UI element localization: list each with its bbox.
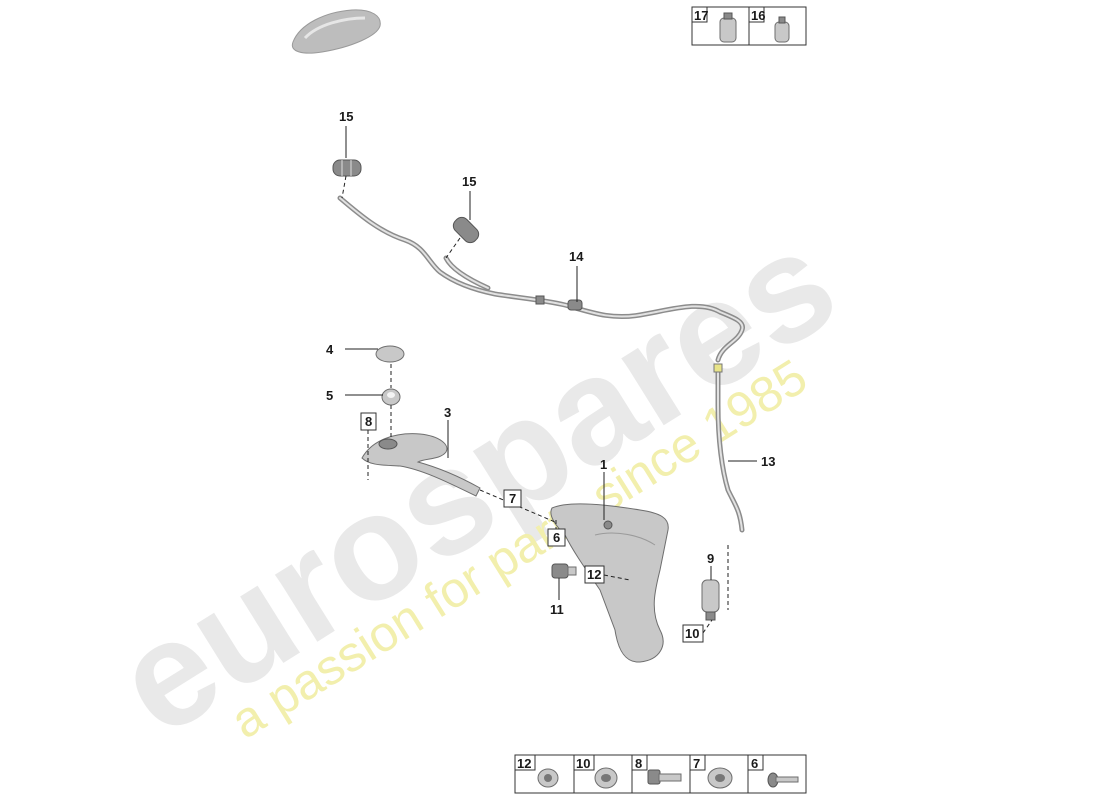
callout-14: 14 [569, 249, 584, 264]
grommet-icon [707, 767, 733, 789]
screw-icon [767, 772, 799, 788]
filler-neck [361, 433, 481, 497]
boxed-callout-10: 10 [685, 626, 699, 641]
legend-top: 17 16 [691, 6, 807, 46]
callout-numbers: 15 15 14 4 5 3 1 13 9 11 [326, 109, 775, 617]
filler-seal [381, 388, 401, 406]
legend-bottom: 12 10 8 7 6 [514, 754, 807, 794]
car-silhouette-icon [291, 9, 381, 54]
legend-top-number: 17 [694, 8, 708, 23]
legend-bottom-number: 12 [517, 756, 531, 771]
washer-hose [337, 195, 745, 363]
boxed-callout-7: 7 [509, 491, 516, 506]
legend-top-number-box [691, 6, 708, 23]
nozzle-15-right [452, 216, 480, 244]
level-sensor [551, 563, 577, 579]
callout-3: 3 [444, 405, 451, 420]
callout-5: 5 [326, 388, 333, 403]
legend-bottom-number: 8 [635, 756, 642, 771]
legend-top-number-box [748, 6, 765, 23]
hose-13 [713, 363, 745, 533]
grommet-icon [537, 768, 559, 788]
callout-1: 1 [600, 457, 607, 472]
fluid-bottle-icon [774, 16, 790, 43]
legend-bottom-number: 6 [751, 756, 758, 771]
callout-4: 4 [326, 342, 334, 357]
boxed-callouts: 8 7 6 12 10 [360, 412, 704, 643]
grommet-icon [594, 767, 618, 789]
callout-15-left: 15 [339, 109, 353, 124]
callout-11: 11 [550, 602, 564, 617]
callout-15-right: 15 [462, 174, 476, 189]
washer-reservoir [550, 503, 669, 663]
boxed-callout-6: 6 [553, 530, 560, 545]
boxed-callout-8: 8 [365, 414, 372, 429]
legend-top-number: 16 [751, 8, 765, 23]
filler-cap [375, 345, 405, 363]
nozzle-15-left [332, 159, 362, 177]
callout-13: 13 [761, 454, 775, 469]
boxed-callout-12: 12 [587, 567, 601, 582]
bolt-icon [647, 769, 682, 785]
legend-bottom-number: 10 [576, 756, 590, 771]
callout-9: 9 [707, 551, 714, 566]
legend-bottom-number: 7 [693, 756, 700, 771]
fluid-bottle-icon [719, 12, 737, 43]
washer-pump [701, 579, 720, 621]
leader-lines [341, 126, 757, 634]
